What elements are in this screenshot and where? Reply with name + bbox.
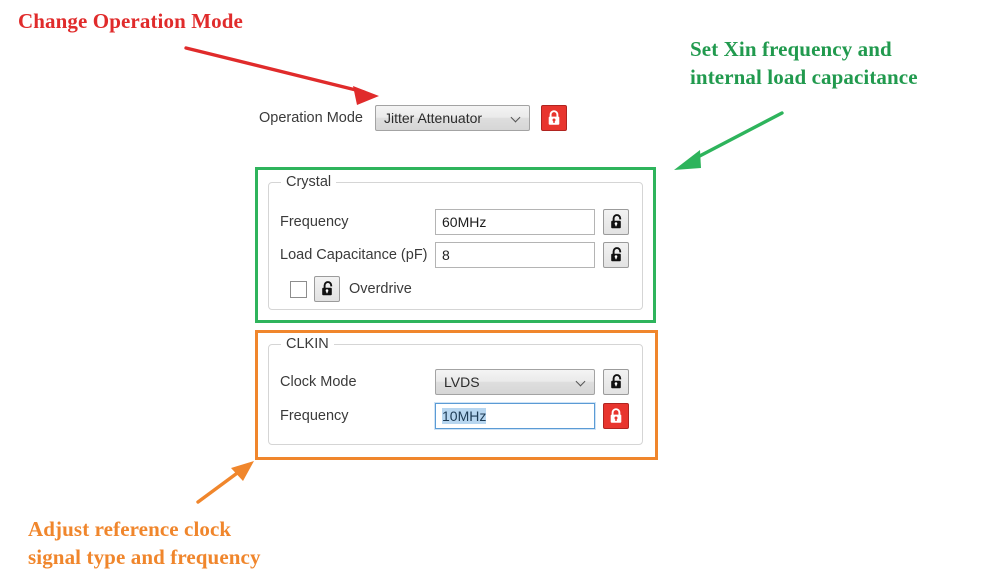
clkin-clock-mode-value: LVDS: [444, 374, 480, 390]
clkin-group-legend: CLKIN: [281, 336, 334, 352]
crystal-load-capacitance-input[interactable]: 8: [435, 242, 595, 268]
clkin-clock-mode-label: Clock Mode: [280, 373, 357, 390]
lock-open-icon: [321, 281, 332, 296]
operation-mode-value: Jitter Attenuator: [383, 110, 483, 126]
crystal-group: Crystal Frequency 60MHz Load Capacitance…: [268, 174, 643, 310]
clkin-frequency-value: 10MHz: [442, 408, 487, 424]
chevron-down-icon: [577, 377, 586, 386]
lock-closed-icon: [548, 110, 560, 125]
lock-open-icon: [610, 247, 621, 262]
crystal-load-capacitance-value: 8: [442, 247, 450, 263]
operation-mode-select[interactable]: Jitter Attenuator: [374, 105, 530, 131]
arrow-up-right-icon: [196, 461, 254, 504]
clkin-group: CLKIN Clock Mode LVDS Frequency 10MHz: [268, 336, 643, 445]
operation-mode-lock-button[interactable]: [540, 105, 567, 131]
clkin-frequency-row: Frequency 10MHz: [280, 403, 629, 429]
arrow-down-right-icon: [184, 46, 379, 105]
clkin-clock-mode-row: Clock Mode LVDS: [280, 369, 629, 395]
clkin-clock-mode-lock-button[interactable]: [603, 369, 629, 395]
crystal-overdrive-checkbox[interactable]: [290, 280, 307, 298]
crystal-overdrive-label: Overdrive: [349, 280, 412, 297]
lock-open-icon: [610, 214, 621, 229]
crystal-frequency-input[interactable]: 60MHz: [435, 209, 595, 235]
crystal-load-capacitance-label: Load Capacitance (pF): [280, 246, 428, 263]
annotation-set-xin-frequency: Set Xin frequency and internal load capa…: [690, 37, 918, 89]
operation-mode-label: Operation Mode: [259, 109, 363, 126]
operation-mode-row: Operation Mode Jitter Attenuator: [259, 105, 567, 131]
clkin-highlight-frame: [255, 330, 658, 460]
crystal-overdrive-lock-button[interactable]: [314, 276, 340, 302]
clkin-frequency-label: Frequency: [280, 407, 349, 424]
crystal-frequency-row: Frequency 60MHz: [280, 209, 629, 235]
clkin-clock-mode-select[interactable]: LVDS: [435, 369, 595, 395]
lock-open-icon: [610, 374, 621, 389]
clkin-frequency-lock-button[interactable]: [603, 403, 629, 429]
crystal-highlight-frame: [255, 167, 656, 323]
crystal-load-capacitance-row: Load Capacitance (pF) 8: [280, 242, 629, 268]
chevron-down-icon: [512, 113, 521, 122]
annotation-change-operation-mode: Change Operation Mode: [18, 9, 243, 33]
arrow-down-left-icon: [674, 111, 784, 170]
crystal-frequency-lock-button[interactable]: [603, 209, 629, 235]
crystal-frequency-value: 60MHz: [442, 214, 487, 230]
crystal-frequency-label: Frequency: [280, 213, 349, 230]
annotation-adjust-reference-clock: Adjust reference clock signal type and f…: [28, 517, 261, 569]
lock-closed-icon: [610, 408, 622, 423]
clkin-frequency-input[interactable]: 10MHz: [435, 403, 595, 429]
crystal-group-legend: Crystal: [281, 174, 337, 190]
crystal-overdrive-row: Overdrive: [290, 276, 412, 302]
crystal-load-capacitance-lock-button[interactable]: [603, 242, 629, 268]
